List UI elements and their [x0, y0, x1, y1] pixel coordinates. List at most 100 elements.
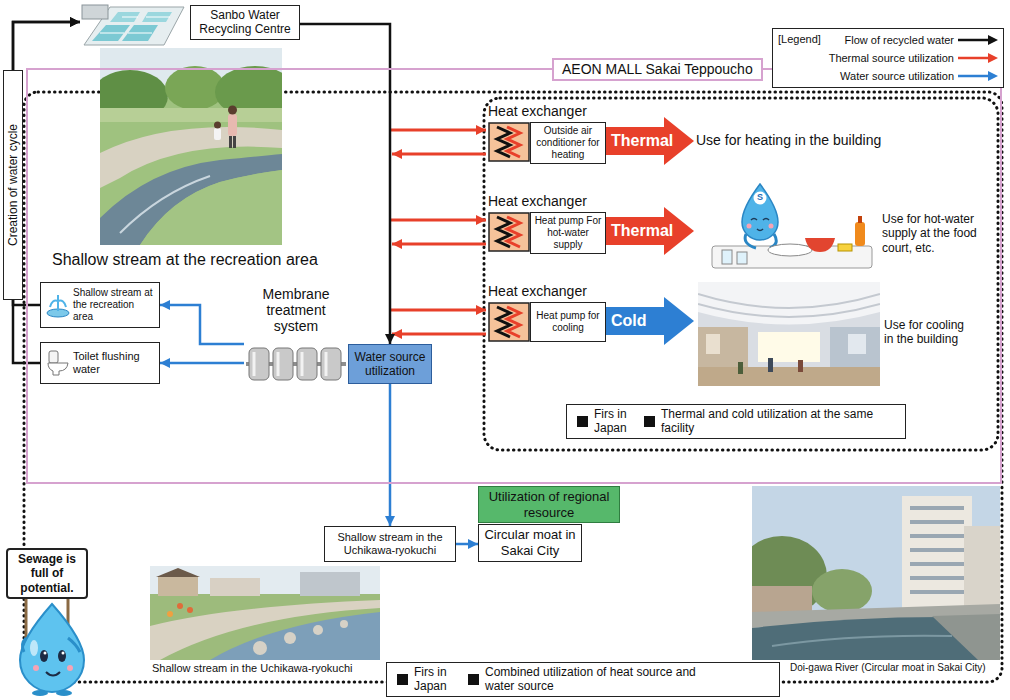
cycle-band: Creation of water cycle [3, 70, 23, 300]
art-rect [758, 332, 820, 362]
art-path [805, 238, 835, 252]
art-rect [158, 576, 198, 596]
dishwashing-mascot [712, 184, 872, 268]
art-rect [214, 128, 221, 140]
heat-exchanger: Heat exchanger [488, 302, 530, 342]
art-path [120, 176, 210, 233]
toilet-icon [45, 349, 71, 377]
art-rect [910, 562, 964, 566]
flow-arrow: Thermal [606, 207, 694, 255]
arrow-fill [606, 207, 694, 255]
art-path [22, 638, 80, 652]
art-rect [798, 360, 803, 372]
art-line [392, 243, 486, 246]
art-path [698, 367, 880, 386]
art-circle [187, 607, 193, 613]
node-text: Water source utilization [352, 350, 428, 379]
node-text: Cold [606, 311, 647, 330]
art-path [100, 17, 170, 33]
art-path [772, 636, 952, 646]
feature-box: Firs in JapanCombined utilization of hea… [386, 662, 780, 697]
flow-connector [160, 362, 244, 365]
bullet-square [644, 416, 655, 427]
source-box: Water source utilization [348, 344, 432, 384]
legend-row: Thermal source utilization [778, 49, 998, 67]
art-circle [340, 620, 348, 628]
art-ellipse [812, 569, 872, 613]
sample-line [958, 39, 990, 42]
art-path [698, 294, 880, 317]
art-path [50, 295, 66, 311]
art-path [20, 604, 84, 692]
node-text: Utilization of regional resource [483, 489, 615, 520]
art-polygon [156, 568, 200, 577]
equipment-box: Outside air conditioner for heating [530, 122, 606, 164]
art-rect [698, 282, 880, 386]
flow-arrow: Cold [606, 297, 694, 345]
art-circle [214, 122, 221, 129]
art-rect [738, 362, 743, 374]
art-circle [313, 625, 323, 635]
legend-text: Flow of recycled water [845, 34, 954, 46]
node-text: Heat pump For hot-water supply [533, 215, 603, 251]
art-rect [768, 358, 773, 372]
legend-sample [958, 35, 998, 45]
art-circle [177, 603, 183, 609]
facility-box: Sanbo Water Recycling Centre [80, 2, 300, 48]
art-rect [297, 348, 317, 380]
art-rect [484, 98, 998, 450]
place-box: Circular moat in Sakai City [478, 524, 582, 562]
art-rect [838, 244, 852, 251]
heat-exchanger: Heat exchanger [488, 212, 530, 252]
node-text: Heat exchanger [488, 193, 587, 210]
art-circle [769, 224, 774, 229]
art-ellipse [752, 536, 827, 616]
node-text: Heat exchanger [488, 283, 587, 300]
art-rect [752, 586, 812, 614]
text-label: Shallow stream in the Uchikawa-ryokuchi [152, 662, 353, 675]
arrow-fill [606, 117, 694, 165]
art-ellipse [58, 650, 66, 662]
node-text: Firs in Japan [594, 408, 640, 436]
legend-row: Water source utilization [778, 67, 998, 85]
node-text: Heat pump for cooling [533, 310, 603, 334]
flow-arrow: Thermal [606, 117, 694, 165]
bullet-square [577, 416, 588, 427]
art-circle [67, 665, 73, 671]
art-rect [706, 334, 720, 354]
text-label: Use for hot-water supply at the food cou… [882, 212, 1000, 255]
art-rect [24, 92, 1002, 682]
node-text: Toilet flushing water [73, 350, 155, 376]
art-rect [229, 136, 232, 148]
art-path [48, 363, 68, 375]
art-ellipse [768, 244, 812, 256]
art-path [932, 614, 1000, 660]
art-rect [210, 578, 260, 596]
exchanger-symbol [488, 302, 530, 342]
art-rect [722, 250, 732, 264]
node-text: Thermal [606, 221, 673, 240]
node-text: Outside air conditioner for heating [533, 125, 603, 161]
art-circle [62, 652, 65, 655]
exchanger-symbol [488, 212, 530, 252]
art-circle [167, 611, 173, 617]
legend-text: Water source utilization [840, 70, 954, 82]
art-rect [49, 351, 58, 363]
art-path [507, 127, 520, 157]
art-path [507, 307, 520, 337]
legend-sample [958, 71, 998, 81]
text-label: S [757, 192, 763, 203]
art-rect [910, 534, 964, 538]
bullet-square [397, 674, 408, 685]
node-text: AEON MALL Sakai Teppoucho [552, 58, 763, 81]
use-box: Toilet flushing water [40, 342, 160, 384]
membrane-icon [246, 344, 346, 384]
art-ellipse [32, 690, 48, 696]
art-rect [848, 334, 866, 354]
art-circle [44, 652, 47, 655]
text-label: Doi-gawa River (Circular moat in Sakai C… [790, 662, 986, 674]
art-rect [249, 348, 269, 380]
art-rect [698, 327, 748, 367]
node-text: Shallow stream at the recreation area [73, 287, 155, 323]
art-rect [82, 5, 108, 19]
